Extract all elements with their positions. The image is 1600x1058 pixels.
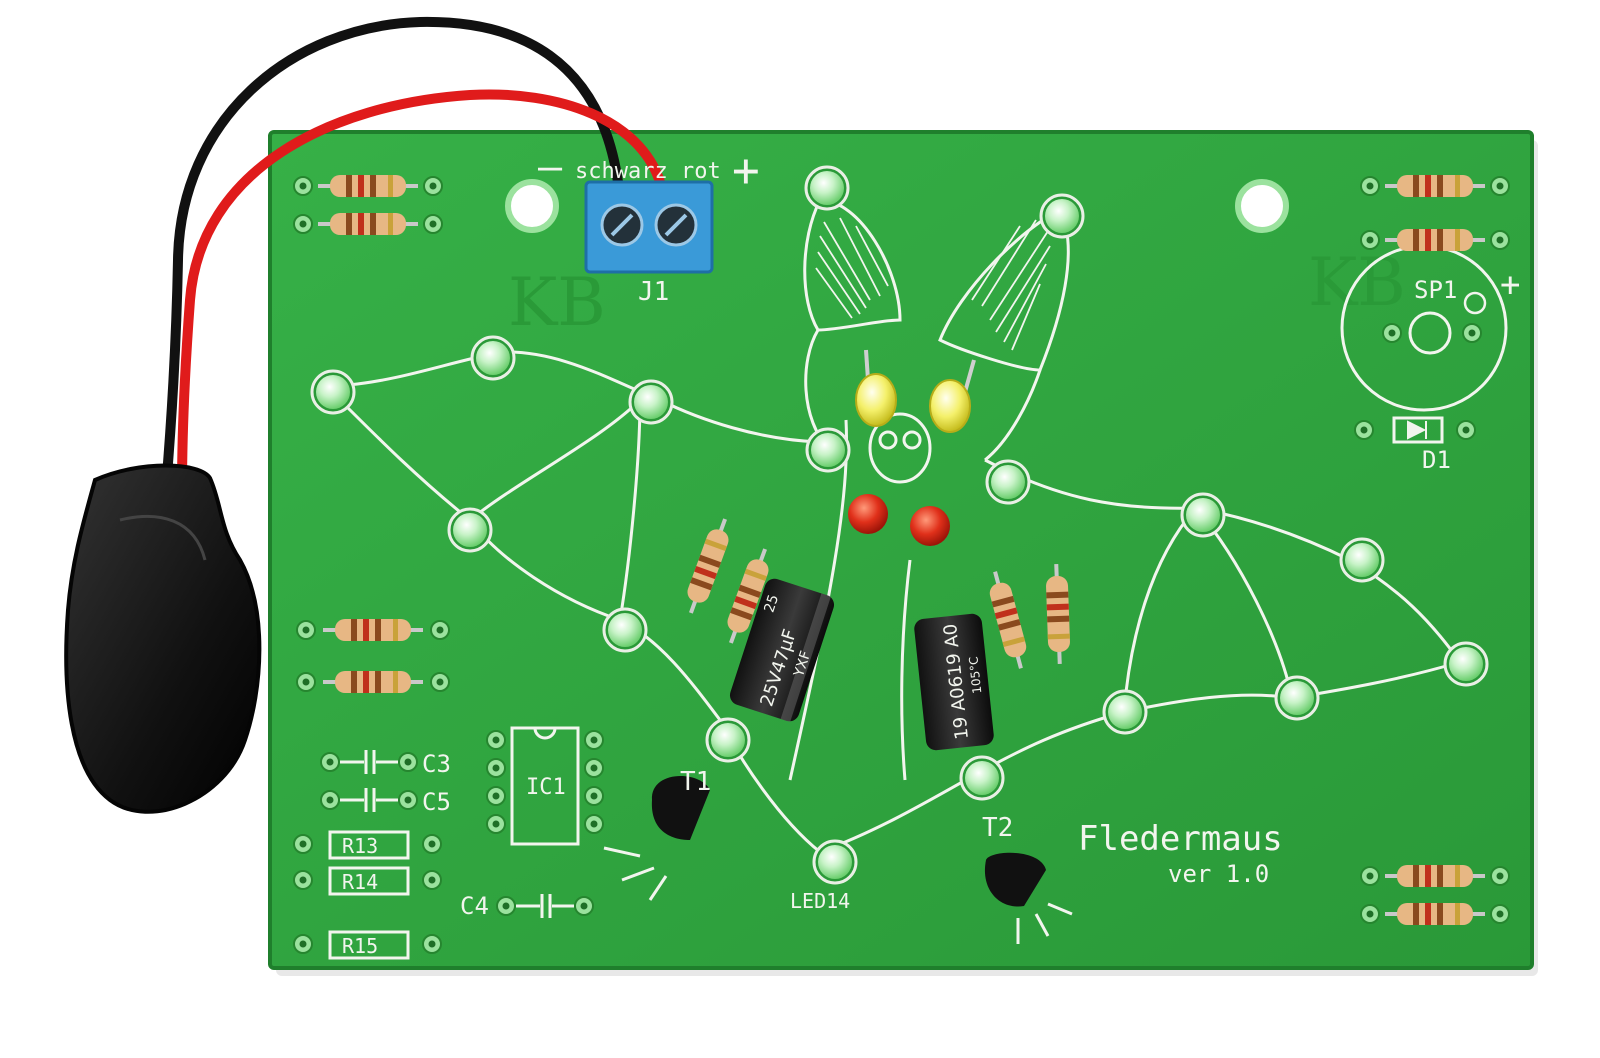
label-c4: C4 [460,892,489,920]
polarity-plus-label: + [732,143,760,197]
label-d1: D1 [1422,446,1451,474]
transistor-t1 [603,776,710,901]
label-c5: C5 [422,788,451,816]
svg-text:105°C: 105°C [966,656,984,695]
ic1-footprint [486,726,604,846]
label-r15: R15 [342,934,378,958]
sp1-plus-symbol [1463,291,1487,315]
buzzer-sp1-center [1408,311,1452,355]
terminal-block-j1 [584,180,714,274]
diode-d1-symbol [1407,420,1427,440]
led-yellow-left [855,349,897,427]
wire-color-label: schwarz rot [575,159,721,184]
label-t1: T1 [680,767,711,797]
transistor-t2 [984,852,1073,944]
board-version: ver 1.0 [1168,860,1269,888]
watermark-left: KB [508,264,606,341]
led-red-right [910,506,950,546]
svg-text:YXF: YXF [791,649,815,680]
battery-clip [64,463,262,814]
svg-text:25: 25 [761,593,782,615]
mounting-hole-right [1235,179,1289,233]
label-led14: LED14 [790,889,850,913]
label-t2: T2 [982,813,1013,843]
label-c3: C3 [422,750,451,778]
led-red-left [848,494,888,534]
resistor-r15-footprint [293,930,442,960]
label-sp1-plus: + [1500,265,1520,305]
label-ic1: IC1 [526,775,566,800]
capacitor-c3-footprint [320,750,418,774]
pcb-board [268,130,1534,970]
board-title: Fledermaus [1078,819,1283,859]
wire-black [161,16,623,493]
capacitor-electrolytic-left: 25V47μF YXF 25 [729,578,835,723]
resistor-r14-footprint [293,866,442,896]
bat-ear-hatching [815,217,1051,351]
polarity-minus-label: — [538,144,563,190]
capacitor-c4-footprint [496,894,594,918]
label-sp1: SP1 [1414,276,1457,304]
wire-red [177,89,665,495]
resistor-r13-footprint [293,830,442,860]
label-r14: R14 [342,870,378,894]
led-yellow-right [929,359,976,433]
mounting-hole-left [505,179,559,233]
label-j1: J1 [638,277,669,307]
capacitor-c5-footprint [320,788,418,812]
diode-d1-outline [1392,416,1444,444]
label-r13: R13 [342,834,378,858]
capacitor-electrolytic-right: 19 A0619 A0 105°C [914,613,994,751]
